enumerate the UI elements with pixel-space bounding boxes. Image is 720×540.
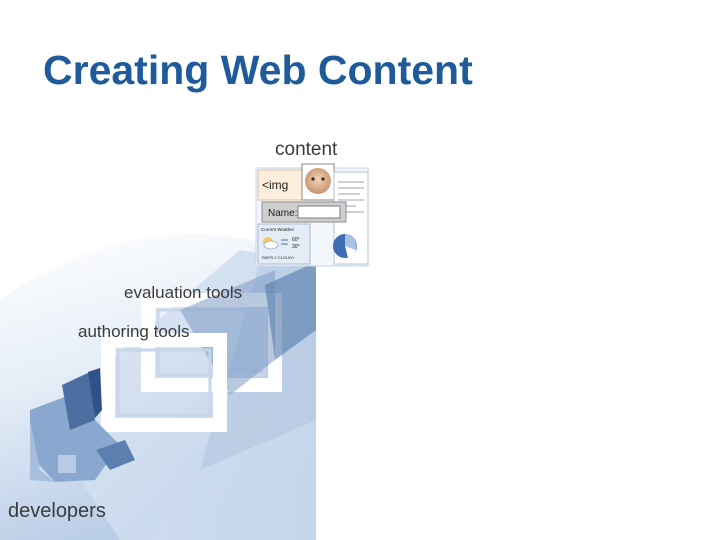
authoring-tools-frame: [101, 333, 227, 432]
form-field-tile: Name:: [261, 201, 347, 223]
pie-chart-icon: [333, 234, 357, 258]
img-tag-text: <img: [262, 178, 288, 192]
slide-title: Creating Web Content: [43, 47, 473, 93]
evaluation-tools-frame: [141, 262, 316, 395]
weather-low: 30°: [292, 244, 300, 250]
label-developers: developers: [8, 500, 106, 522]
weather-title: Current Weather: [261, 227, 295, 232]
content-panel: <img Name:: [255, 163, 369, 267]
label-authoring-tools: authoring tools: [78, 322, 190, 341]
weather-widget: Current Weather 60° 30° PARTLY CLOUDY: [257, 223, 311, 265]
child-photo: [301, 163, 335, 201]
img-tag-tile: <img: [257, 169, 303, 201]
label-evaluation-tools: evaluation tools: [124, 283, 242, 302]
developer-figure: [30, 368, 135, 482]
weather-high: 60°: [292, 237, 300, 243]
cloud-sun-icon: [263, 237, 279, 250]
form-field-label: Name:: [268, 208, 297, 219]
label-content: content: [275, 139, 338, 160]
weather-caption: PARTLY CLOUDY: [262, 255, 295, 260]
